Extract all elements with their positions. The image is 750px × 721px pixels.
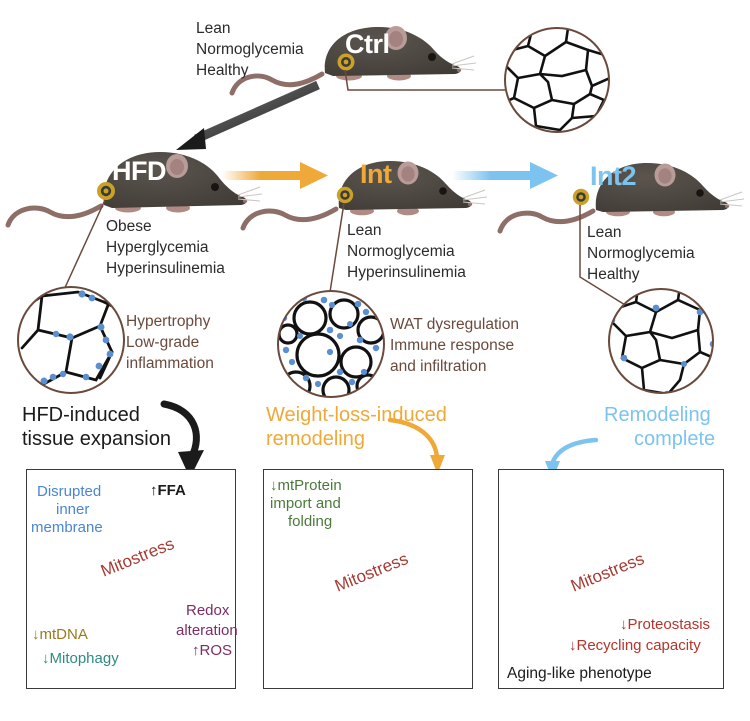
ctrl-condition-normoglycemia: Normoglycemia <box>196 41 304 58</box>
int-condition-hyperinsulinemia: Hyperinsulinemia <box>347 264 466 281</box>
section-header-weightloss-line2: remodeling <box>266 428 365 450</box>
label-mitophagy: ↓Mitophagy <box>42 650 119 667</box>
ctrl-condition-lean: Lean <box>196 20 231 37</box>
int-note-wat-dysregulation: WAT dysregulation <box>390 316 519 333</box>
gear-badge-icon <box>97 182 115 200</box>
hfd-condition-hyperinsulinemia: Hyperinsulinemia <box>106 260 225 277</box>
int2-adipose-circle <box>608 288 714 394</box>
label-mtprotein-line1: ↓mtProtein <box>270 477 342 494</box>
panel-int-mitochondria <box>263 469 473 689</box>
ctrl-adipose-circle <box>504 27 610 133</box>
label-disrupted-line2: inner <box>56 501 90 518</box>
gear-badge-icon <box>337 53 355 71</box>
label-mtprotein-line2: import and <box>270 495 341 512</box>
label-redox-line2: alteration <box>176 622 238 639</box>
mouse-label-ctrl: Ctrl <box>345 29 390 59</box>
hfd-note-lowgrade: Low-grade <box>126 334 200 351</box>
panel-int2-mitochondria <box>498 469 724 689</box>
ctrl-condition-healthy: Healthy <box>196 62 249 79</box>
label-disrupted-line3: membrane <box>31 519 103 536</box>
section-header-remodeling-line2: complete <box>634 428 716 450</box>
label-recycling-capacity: ↓Recycling capacity <box>569 637 701 654</box>
int-condition-normoglycemia: Normoglycemia <box>347 243 455 260</box>
hfd-note-inflammation: inflammation <box>126 355 214 372</box>
mouse-label-hfd: HFD <box>112 156 167 186</box>
hfd-condition-obese: Obese <box>106 218 152 235</box>
label-mtdna: ↓mtDNA <box>32 626 88 643</box>
int-note-infiltration: and infiltration <box>390 358 487 375</box>
arrow-to-panel-1 <box>160 400 204 478</box>
gear-badge-icon <box>572 188 590 206</box>
section-header-weightloss-line1: Weight-loss-induced <box>266 404 447 426</box>
int-condition-lean: Lean <box>347 222 382 239</box>
int-note-immune-response: Immune response <box>390 337 515 354</box>
panel-hfd-mitochondria <box>26 469 236 689</box>
section-header-remodeling-line1: Remodeling <box>604 404 711 426</box>
label-ffa: ↑FFA <box>150 482 186 499</box>
arrow-to-panel-2 <box>387 417 445 474</box>
mouse-hfd <box>5 152 263 293</box>
hfd-condition-hyperglycemia: Hyperglycemia <box>106 239 209 256</box>
arrow-ctrl-to-hfd <box>176 80 320 150</box>
arrow-int-to-int2 <box>452 162 558 189</box>
int-adipose-circle <box>277 290 385 398</box>
label-proteostasis: ↓Proteostasis <box>620 616 711 633</box>
hfd-note-hypertrophy: Hypertrophy <box>126 313 211 330</box>
label-disrupted-line1: Disrupted <box>37 483 102 500</box>
mouse-int2 <box>497 163 745 309</box>
int2-condition-lean: Lean <box>587 224 622 241</box>
hfd-adipose-circle <box>17 286 125 394</box>
int2-condition-normoglycemia: Normoglycemia <box>587 245 695 262</box>
label-aging-like-phenotype: Aging-like phenotype <box>507 665 652 682</box>
section-header-hfd-line2: tissue expansion <box>22 428 171 450</box>
mouse-int <box>240 161 488 293</box>
label-ros: ↑ROS <box>192 642 233 659</box>
mouse-label-int: Int <box>360 159 392 189</box>
mouse-ctrl <box>229 26 505 96</box>
arrow-hfd-to-int <box>222 162 328 189</box>
label-mtprotein-line3: folding <box>288 513 333 530</box>
label-redox-line1: Redox <box>186 602 230 619</box>
mouse-label-int2: Int2 <box>590 161 637 191</box>
section-header-hfd-line1: HFD-induced <box>22 404 140 426</box>
int2-condition-healthy: Healthy <box>587 266 640 283</box>
gear-badge-icon <box>336 186 354 204</box>
